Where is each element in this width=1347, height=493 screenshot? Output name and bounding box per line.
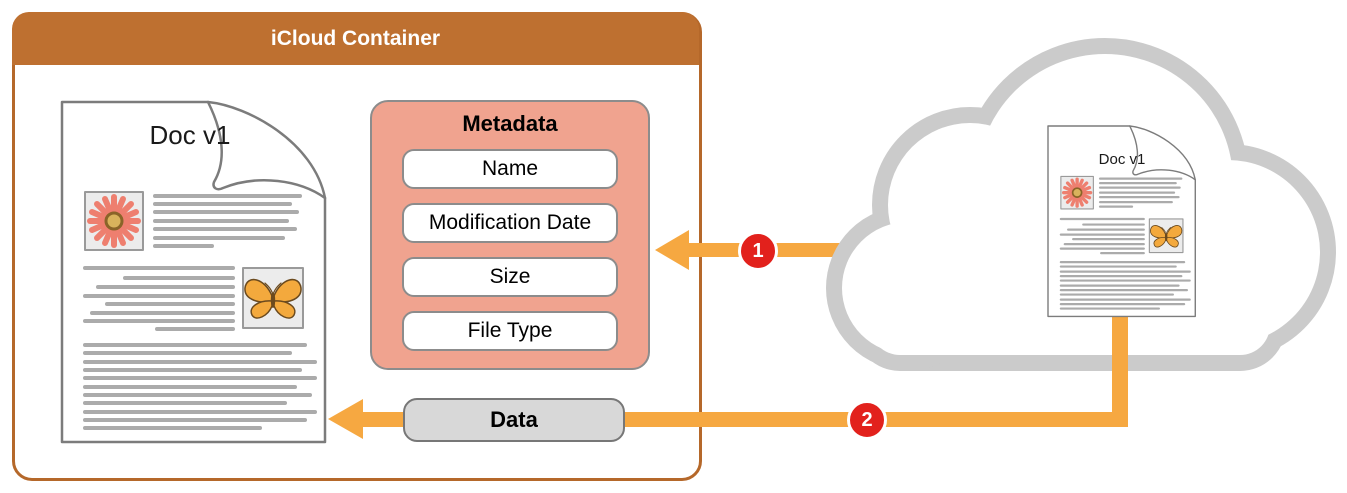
metadata-row-name: Name (402, 149, 618, 189)
metadata-row-modification-date: Modification Date (402, 203, 618, 243)
metadata-row-size: Size (402, 257, 618, 297)
metadata-title: Metadata (462, 111, 558, 136)
metadata-box: Metadata Name Modification Date Size Fil… (370, 100, 650, 370)
data-pill-label: Data (490, 407, 538, 432)
cloud-icon (826, 38, 1336, 371)
step-badge-2-number: 2 (861, 408, 873, 431)
step-badge-1-number: 1 (752, 239, 764, 262)
icloud-container-title: iCloud Container (270, 27, 441, 50)
data-pill: Data (403, 398, 625, 442)
metadata-row-file-type: File Type (402, 311, 618, 351)
cloud-document-title: Doc v1 (1098, 151, 1146, 168)
step-badge-1: 1 (738, 231, 778, 271)
icloud-container-header: iCloud Container (12, 12, 699, 65)
container-document-title: Doc v1 (149, 120, 231, 150)
step-badge-2: 2 (847, 400, 887, 440)
metadata-rows: Name Modification Date Size File Type (402, 149, 618, 351)
